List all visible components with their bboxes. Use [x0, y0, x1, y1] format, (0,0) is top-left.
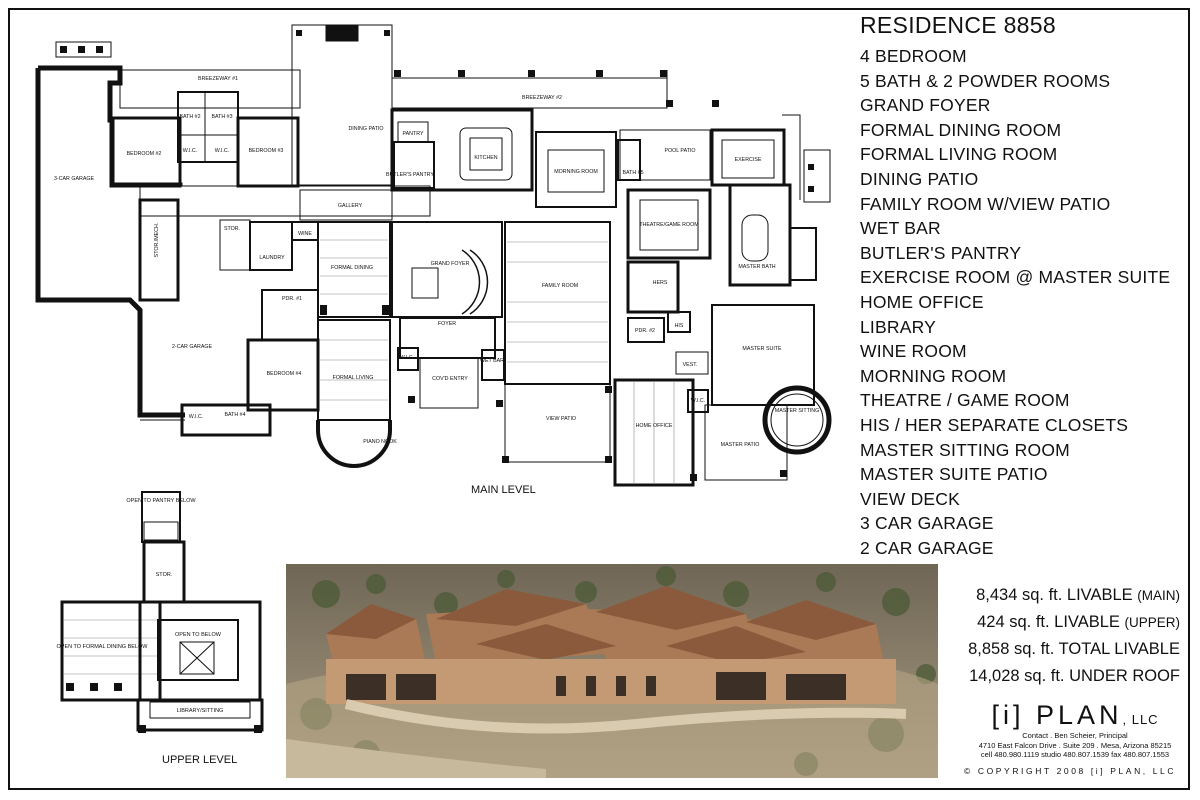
room-label-butlers-pantry: BUTLER'S PANTRY — [386, 172, 434, 178]
feature-item: 5 BATH & 2 POWDER ROOMS — [860, 70, 1111, 91]
feature-item: MASTER SUITE PATIO — [860, 464, 1048, 485]
feature-item: MORNING ROOM — [860, 365, 1007, 386]
room-label-gallery: GALLERY — [338, 203, 363, 209]
room-label-pdr-1: PDR. #1 — [282, 296, 302, 302]
feature-item: MASTER SITTING ROOM — [860, 439, 1070, 460]
room-label-master-suite: MASTER SUITE — [742, 346, 782, 352]
room-label-home-office: HOME OFFICE — [636, 423, 673, 429]
room-label-wic-c: W.I.C. — [400, 355, 414, 361]
area-unit: (UPPER) — [1124, 615, 1180, 630]
upper-label-open-to-pantry: OPEN TO PANTRY BELOW — [126, 498, 196, 504]
room-label-vest: VEST. — [683, 362, 698, 368]
room-label-master-bath: MASTER BATH — [738, 264, 775, 270]
room-label-bedroom-2: BEDROOM #2 — [127, 151, 162, 157]
feature-item: FORMAL LIVING ROOM — [860, 144, 1058, 165]
room-label-wic-d: W.I.C. — [691, 398, 705, 404]
room-label-breezeway-2: BREEZEWAY #2 — [522, 95, 562, 101]
upper-label-open-to-formal-dining: OPEN TO FORMAL DINING BELOW — [57, 644, 149, 650]
room-label-wic-e: W.I.C. — [189, 414, 203, 420]
feature-item: BUTLER'S PANTRY — [860, 242, 1022, 263]
feature-item: DINING PATIO — [860, 168, 979, 189]
aerial-photo-of-residence — [286, 564, 938, 778]
area-value: 14,028 sq. ft. UNDER ROOF — [969, 667, 1180, 685]
feature-item: 2 CAR GARAGE — [860, 537, 994, 558]
area-value: 424 sq. ft. LIVABLE — [977, 613, 1120, 631]
room-label-bedroom-3: BEDROOM #3 — [249, 148, 284, 154]
room-label-view-patio: VIEW PATIO — [546, 416, 576, 422]
room-label-theatre: THEATRE/GAME ROOM — [639, 222, 698, 228]
feature-list: 4 BEDROOM 5 BATH & 2 POWDER ROOMS GRAND FO… — [860, 44, 1170, 560]
room-label-kitchen: KITCHEN — [474, 155, 497, 161]
room-label-stor-mech: STOR./MECH. — [154, 223, 160, 258]
feature-item: LIBRARY — [860, 316, 936, 337]
area-row: 8,434 sq. ft. LIVABLE (MAIN) — [940, 582, 1180, 609]
contact-line-1: Contact . Ben Scheier, Principal — [1022, 731, 1128, 740]
room-label-wet-bar: WET BAR — [480, 358, 504, 364]
room-label-wine: WINE — [298, 231, 312, 237]
room-label-pool-patio: POOL PATIO — [664, 148, 695, 154]
contact-line-3: cell 480.980.1119 studio 480.807.1539 fa… — [980, 750, 1170, 759]
sheet-border — [8, 8, 1190, 790]
room-label-bedroom-4: BEDROOM #4 — [267, 371, 302, 377]
contact-line-2: 4710 East Falcon Drive . Suite 209 . Mes… — [978, 740, 1172, 750]
feature-item: EXERCISE ROOM @ MASTER SUITE — [860, 267, 1171, 288]
company-block: [i] PLAN, LLC Contact . Ben Scheier, Pri… — [965, 700, 1185, 760]
room-label-dining-patio: DINING PATIO — [348, 126, 383, 132]
room-label-exercise: EXERCISE — [735, 157, 762, 163]
upper-label-stor: STOR. — [156, 572, 173, 578]
room-label-bath-5: BATH #5 — [622, 170, 643, 176]
room-label-bath-3: BATH #3 — [211, 114, 232, 120]
area-row: 424 sq. ft. LIVABLE (UPPER) — [940, 609, 1180, 636]
feature-item: WET BAR — [860, 218, 941, 239]
feature-item: THEATRE / GAME ROOM — [860, 390, 1070, 411]
area-unit: (MAIN) — [1137, 588, 1180, 603]
upper-label-library-sitting: LIBRARY/SITTING — [177, 708, 224, 714]
room-label-covd-entry: COV'D ENTRY — [432, 376, 468, 382]
upper-level-caption: UPPER LEVEL — [162, 754, 238, 766]
room-label-stor: STOR. — [224, 226, 240, 232]
area-row: 14,028 sq. ft. UNDER ROOF — [940, 663, 1180, 690]
room-label-formal-living: FORMAL LIVING — [333, 375, 374, 381]
room-label-breezeway-1: BREEZEWAY #1 — [198, 76, 238, 82]
room-label-pdr-2: PDR. #2 — [635, 328, 655, 334]
feature-item: GRAND FOYER — [860, 95, 991, 116]
area-value: 8,858 sq. ft. TOTAL LIVABLE — [968, 640, 1180, 658]
room-label-grand-foyer: GRAND FOYER — [431, 261, 470, 267]
feature-item: FORMAL DINING ROOM — [860, 119, 1062, 140]
room-label-laundry: LAUNDRY — [259, 255, 285, 261]
room-label-2-car-garage: 2-CAR GARAGE — [172, 344, 212, 350]
upper-label-open-to-below: OPEN TO BELOW — [175, 632, 222, 638]
room-label-his: HIS — [675, 323, 684, 329]
room-label-foyer: FOYER — [438, 321, 456, 327]
main-level-caption: MAIN LEVEL — [471, 484, 536, 496]
room-label-wic-b: W.I.C. — [215, 148, 229, 154]
feature-item: FAMILY ROOM W/VIEW PATIO — [860, 193, 1111, 214]
room-label-master-sitting: MASTER SITTING — [775, 408, 819, 414]
feature-item: WINE ROOM — [860, 341, 967, 362]
residence-title: RESIDENCE 8858 — [860, 12, 1056, 38]
feature-item: 4 BEDROOM — [860, 46, 967, 66]
room-label-master-patio: MASTER PATIO — [721, 442, 760, 448]
company-logo: [i] PLAN, LLC — [991, 700, 1159, 730]
feature-item: HOME OFFICE — [860, 291, 984, 312]
area-row: 8,858 sq. ft. TOTAL LIVABLE — [940, 636, 1180, 663]
room-label-3-car-garage: 3-CAR GARAGE — [54, 176, 94, 182]
upper-level-floor-plan: OPEN TO PANTRY BELOW STOR. OPEN TO BELOW… — [57, 491, 264, 733]
area-summary: 8,434 sq. ft. LIVABLE (MAIN)424 sq. ft. … — [940, 582, 1180, 690]
room-label-family-room: FAMILY ROOM — [542, 283, 578, 289]
room-label-piano-nook: PIANO NOOK — [363, 439, 397, 445]
room-label-bath-2: BATH #2 — [179, 114, 200, 120]
area-value: 8,434 sq. ft. LIVABLE — [976, 586, 1133, 604]
room-label-hers: HERS — [653, 280, 668, 286]
room-label-formal-dining: FORMAL DINING — [331, 265, 373, 271]
room-label-pantry: PANTRY — [403, 131, 424, 137]
main-level-floor-plan: BREEZEWAY #1 BREEZEWAY #2 DINING PATIO P… — [35, 24, 832, 487]
copyright-notice: © COPYRIGHT 2008 [i] PLAN, LLC — [964, 766, 1177, 776]
room-label-bath-4: BATH #4 — [224, 412, 245, 418]
feature-item: HIS / HER SEPARATE CLOSETS — [860, 414, 1129, 435]
feature-item: VIEW DECK — [860, 488, 961, 509]
room-label-wic-a: W.I.C. — [183, 148, 197, 154]
feature-item: 3 CAR GARAGE — [860, 513, 994, 534]
room-label-morning-room: MORNING ROOM — [554, 169, 598, 175]
